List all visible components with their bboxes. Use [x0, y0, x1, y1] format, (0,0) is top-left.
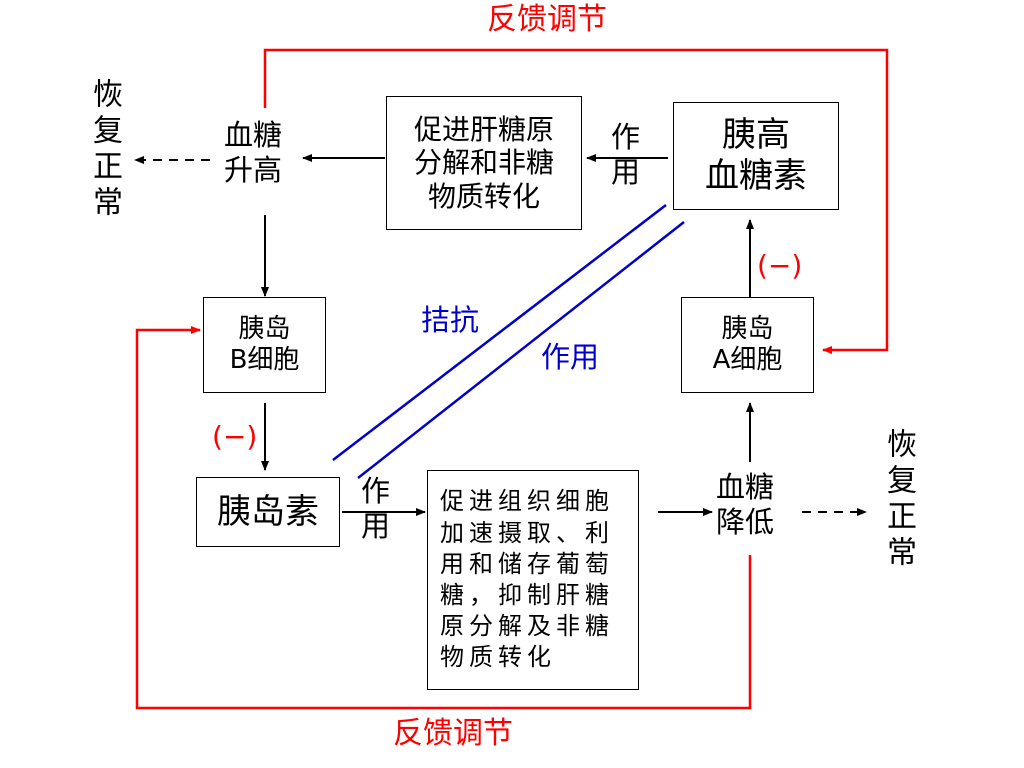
- antagonism-label-2: 作用: [541, 340, 600, 374]
- insulin-effect-box: 促进组织细胞 加速摄取、利 用和储存葡萄 糖，抑制肝糖 原分解及非糖 物质转化: [427, 470, 639, 690]
- antagonism-label-1: 拮抗: [421, 303, 480, 337]
- antagonism-line-1: [332, 204, 667, 461]
- inhibit-label-right: (−): [757, 249, 803, 282]
- recover-label-right: 恢复正常: [881, 428, 916, 572]
- blood-sugar-fall: 血糖 降低: [716, 470, 775, 539]
- beta-cell-box: 胰岛 B细胞: [203, 297, 326, 393]
- feedback-label-bottom: 反馈调节: [393, 716, 513, 751]
- alpha-cell-label: 胰岛 A细胞: [712, 313, 783, 375]
- alpha-cell-box: 胰岛 A细胞: [681, 297, 814, 393]
- glucagon-label: 胰高 血糖素: [705, 115, 807, 196]
- glucagon-effect-text: 促进肝糖原 分解和非糖 物质转化: [413, 112, 554, 213]
- action-label-bottom: 作 用: [361, 474, 391, 543]
- insulin-box: 胰岛素: [196, 477, 340, 547]
- recover-label-left: 恢复正常: [87, 78, 122, 222]
- antagonism-line-2: [357, 221, 685, 479]
- glucagon-box: 胰高 血糖素: [673, 102, 839, 210]
- blood-sugar-rise: 血糖 升高: [224, 118, 283, 187]
- glucagon-effect-box: 促进肝糖原 分解和非糖 物质转化: [386, 96, 582, 230]
- feedback-label-top: 反馈调节: [487, 2, 607, 37]
- beta-cell-label: 胰岛 B细胞: [229, 313, 300, 375]
- action-label-top: 作 用: [611, 120, 641, 189]
- feedback-loop-top: [263, 48, 889, 354]
- feedback-loop-bottom: [135, 326, 752, 710]
- insulin-effect-text: 促进组织细胞 加速摄取、利 用和储存葡萄 糖，抑制肝糖 原分解及非糖 物质转化: [440, 487, 614, 672]
- insulin-label: 胰岛素: [217, 491, 319, 532]
- inhibit-label-left: (−): [212, 420, 258, 453]
